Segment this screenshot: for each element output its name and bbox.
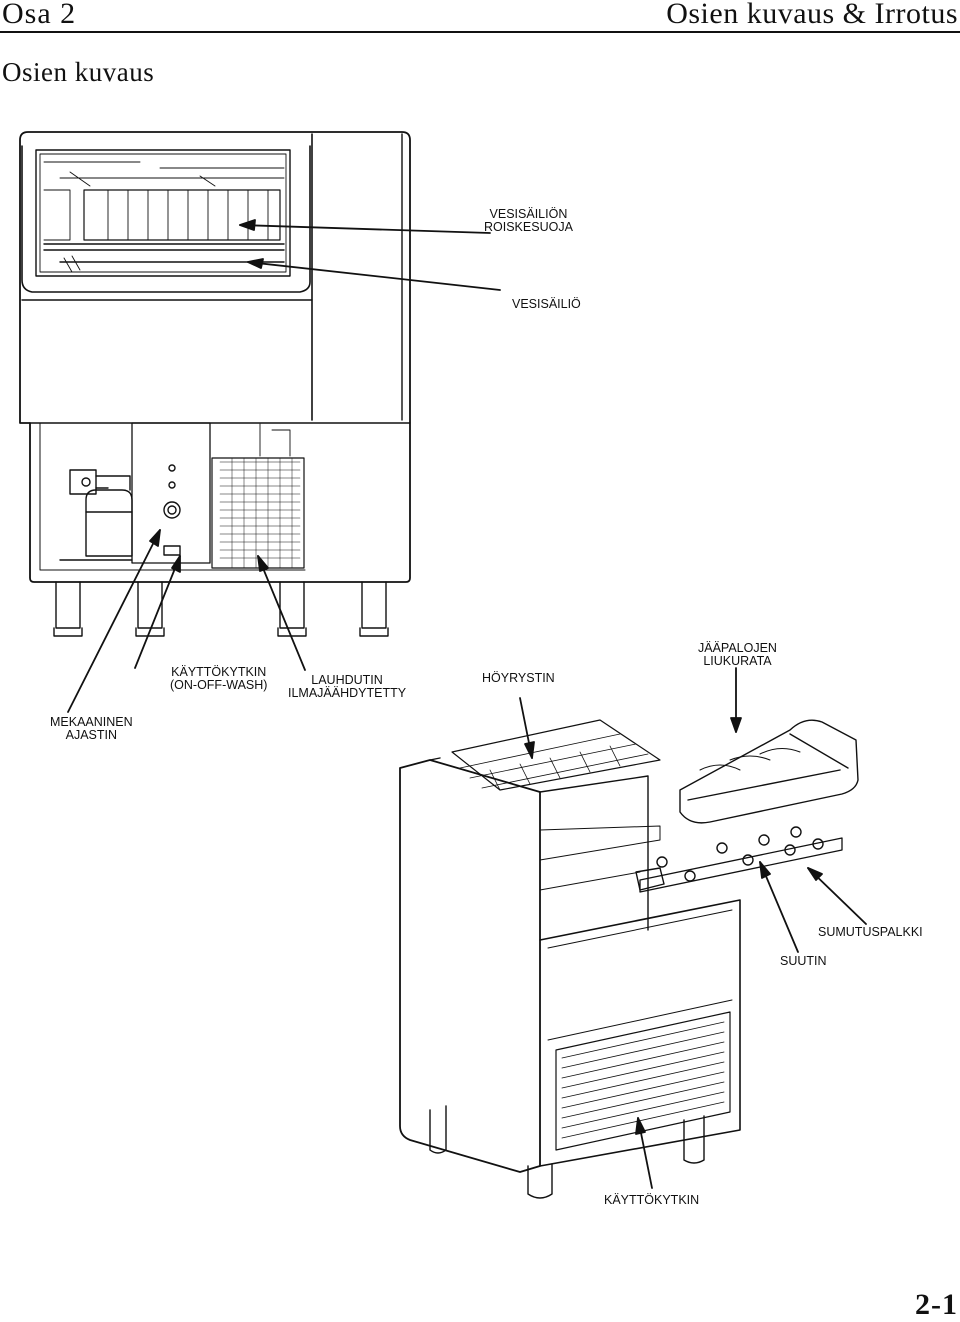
callout-line: HÖYRYSTIN — [482, 671, 555, 685]
page-header: Osa 2 Osien kuvaus & Irrotus — [0, 0, 960, 34]
page-subtitle: Osien kuvaus — [2, 57, 155, 87]
page-number: 2-1 — [915, 1288, 958, 1321]
callout-line: (ON-OFF-WASH) — [170, 678, 268, 692]
callout-condenser: LAUHDUTIN ILMAJÄÄHDYTETTY — [288, 674, 406, 700]
callout-water-tank: VESISÄILIÖ — [512, 298, 581, 311]
callout-line: VESISÄILIÖN — [489, 207, 568, 221]
callout-line: LAUHDUTIN — [311, 673, 383, 687]
leader-lines — [67, 219, 867, 1189]
callout-line: MEKAANINEN — [50, 715, 133, 729]
callout-line: JÄÄPALOJEN — [698, 641, 777, 655]
callout-operation-switch: KÄYTTÖKYTKIN — [604, 1194, 699, 1207]
callout-line: LIUKURATA — [703, 654, 772, 668]
callout-line: KÄYTTÖKYTKIN — [171, 665, 267, 679]
iso-view-machine — [399, 719, 859, 1199]
callout-switch: KÄYTTÖKYTKIN (ON-OFF-WASH) — [170, 666, 267, 692]
callout-timer: MEKAANINEN AJASTIN — [50, 716, 133, 742]
callout-line: VESISÄILIÖ — [512, 297, 581, 311]
callout-line: ROISKESUOJA — [484, 220, 573, 234]
callout-evaporator: HÖYRYSTIN — [482, 672, 555, 685]
callout-nozzle: SUUTIN — [780, 955, 827, 968]
callout-line: SUUTIN — [780, 954, 827, 968]
callout-line: AJASTIN — [65, 728, 118, 742]
callout-line: ILMAJÄÄHDYTETTY — [288, 686, 407, 700]
callout-ice-chute: JÄÄPALOJEN LIUKURATA — [698, 642, 777, 668]
section-label: Osa 2 — [2, 0, 77, 30]
callout-splash-guard: VESISÄILIÖN ROISKESUOJA — [484, 208, 573, 234]
header-rule — [0, 31, 960, 33]
header-title: Osien kuvaus & Irrotus — [666, 0, 958, 30]
front-view-machine — [19, 131, 411, 637]
callout-spray-bar: SUMUTUSPALKKI — [818, 926, 923, 939]
callout-line: SUMUTUSPALKKI — [818, 925, 923, 939]
callout-line: KÄYTTÖKYTKIN — [604, 1193, 700, 1207]
